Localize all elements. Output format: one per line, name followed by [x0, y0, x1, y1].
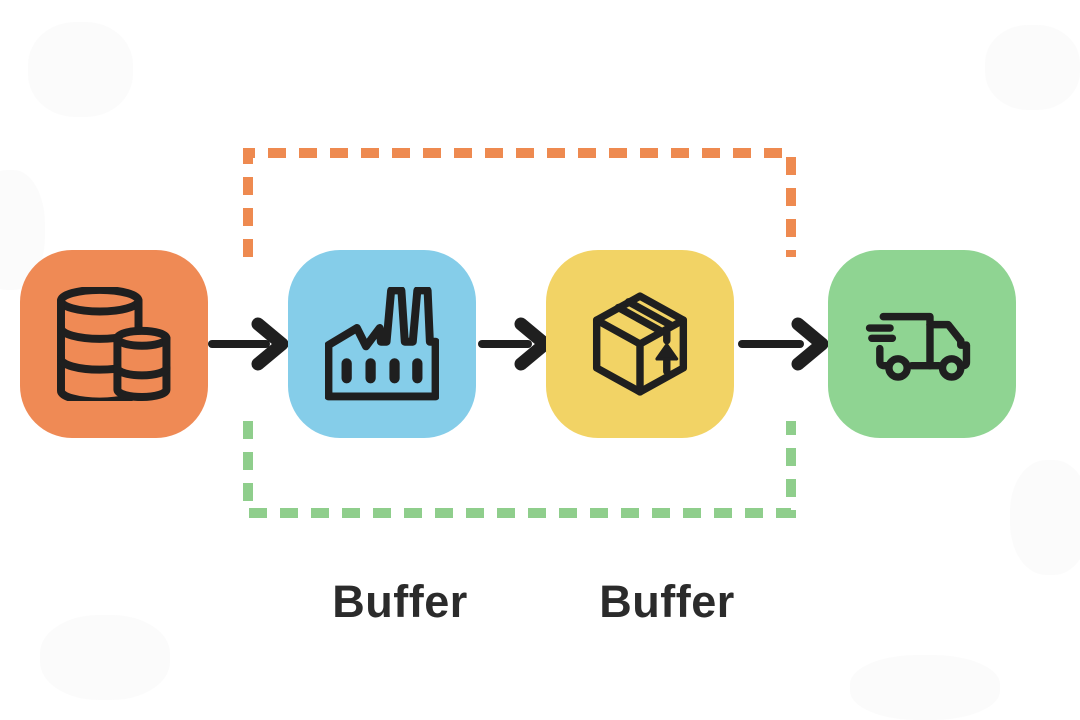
background-blob	[850, 655, 1000, 720]
oil-barrels-icon	[57, 287, 171, 401]
background-blob	[40, 615, 170, 700]
stage-factory	[288, 250, 476, 438]
this-side-up-arrow	[655, 343, 679, 361]
flow-arrow-packaging-to-delivery	[738, 317, 829, 371]
factory-icon	[325, 287, 439, 401]
buffer-label: Buffer	[599, 576, 735, 627]
buffer-zone-top-dashed-border	[243, 148, 796, 257]
background-blob	[985, 25, 1080, 110]
flow-arrow-factory-to-packaging	[478, 317, 552, 371]
background-blob	[1010, 460, 1080, 575]
package-box-icon	[592, 292, 688, 396]
stage-packaging	[546, 250, 734, 438]
delivery-truck-icon	[865, 312, 971, 381]
buffer-label: Buffer	[332, 576, 468, 627]
background-blob	[28, 22, 133, 117]
stage-raw-materials	[20, 250, 208, 438]
flow-arrow-raw-to-factory	[208, 317, 289, 371]
buffer-zone-bottom-dashed-border	[243, 421, 796, 518]
stage-delivery	[828, 250, 1016, 438]
